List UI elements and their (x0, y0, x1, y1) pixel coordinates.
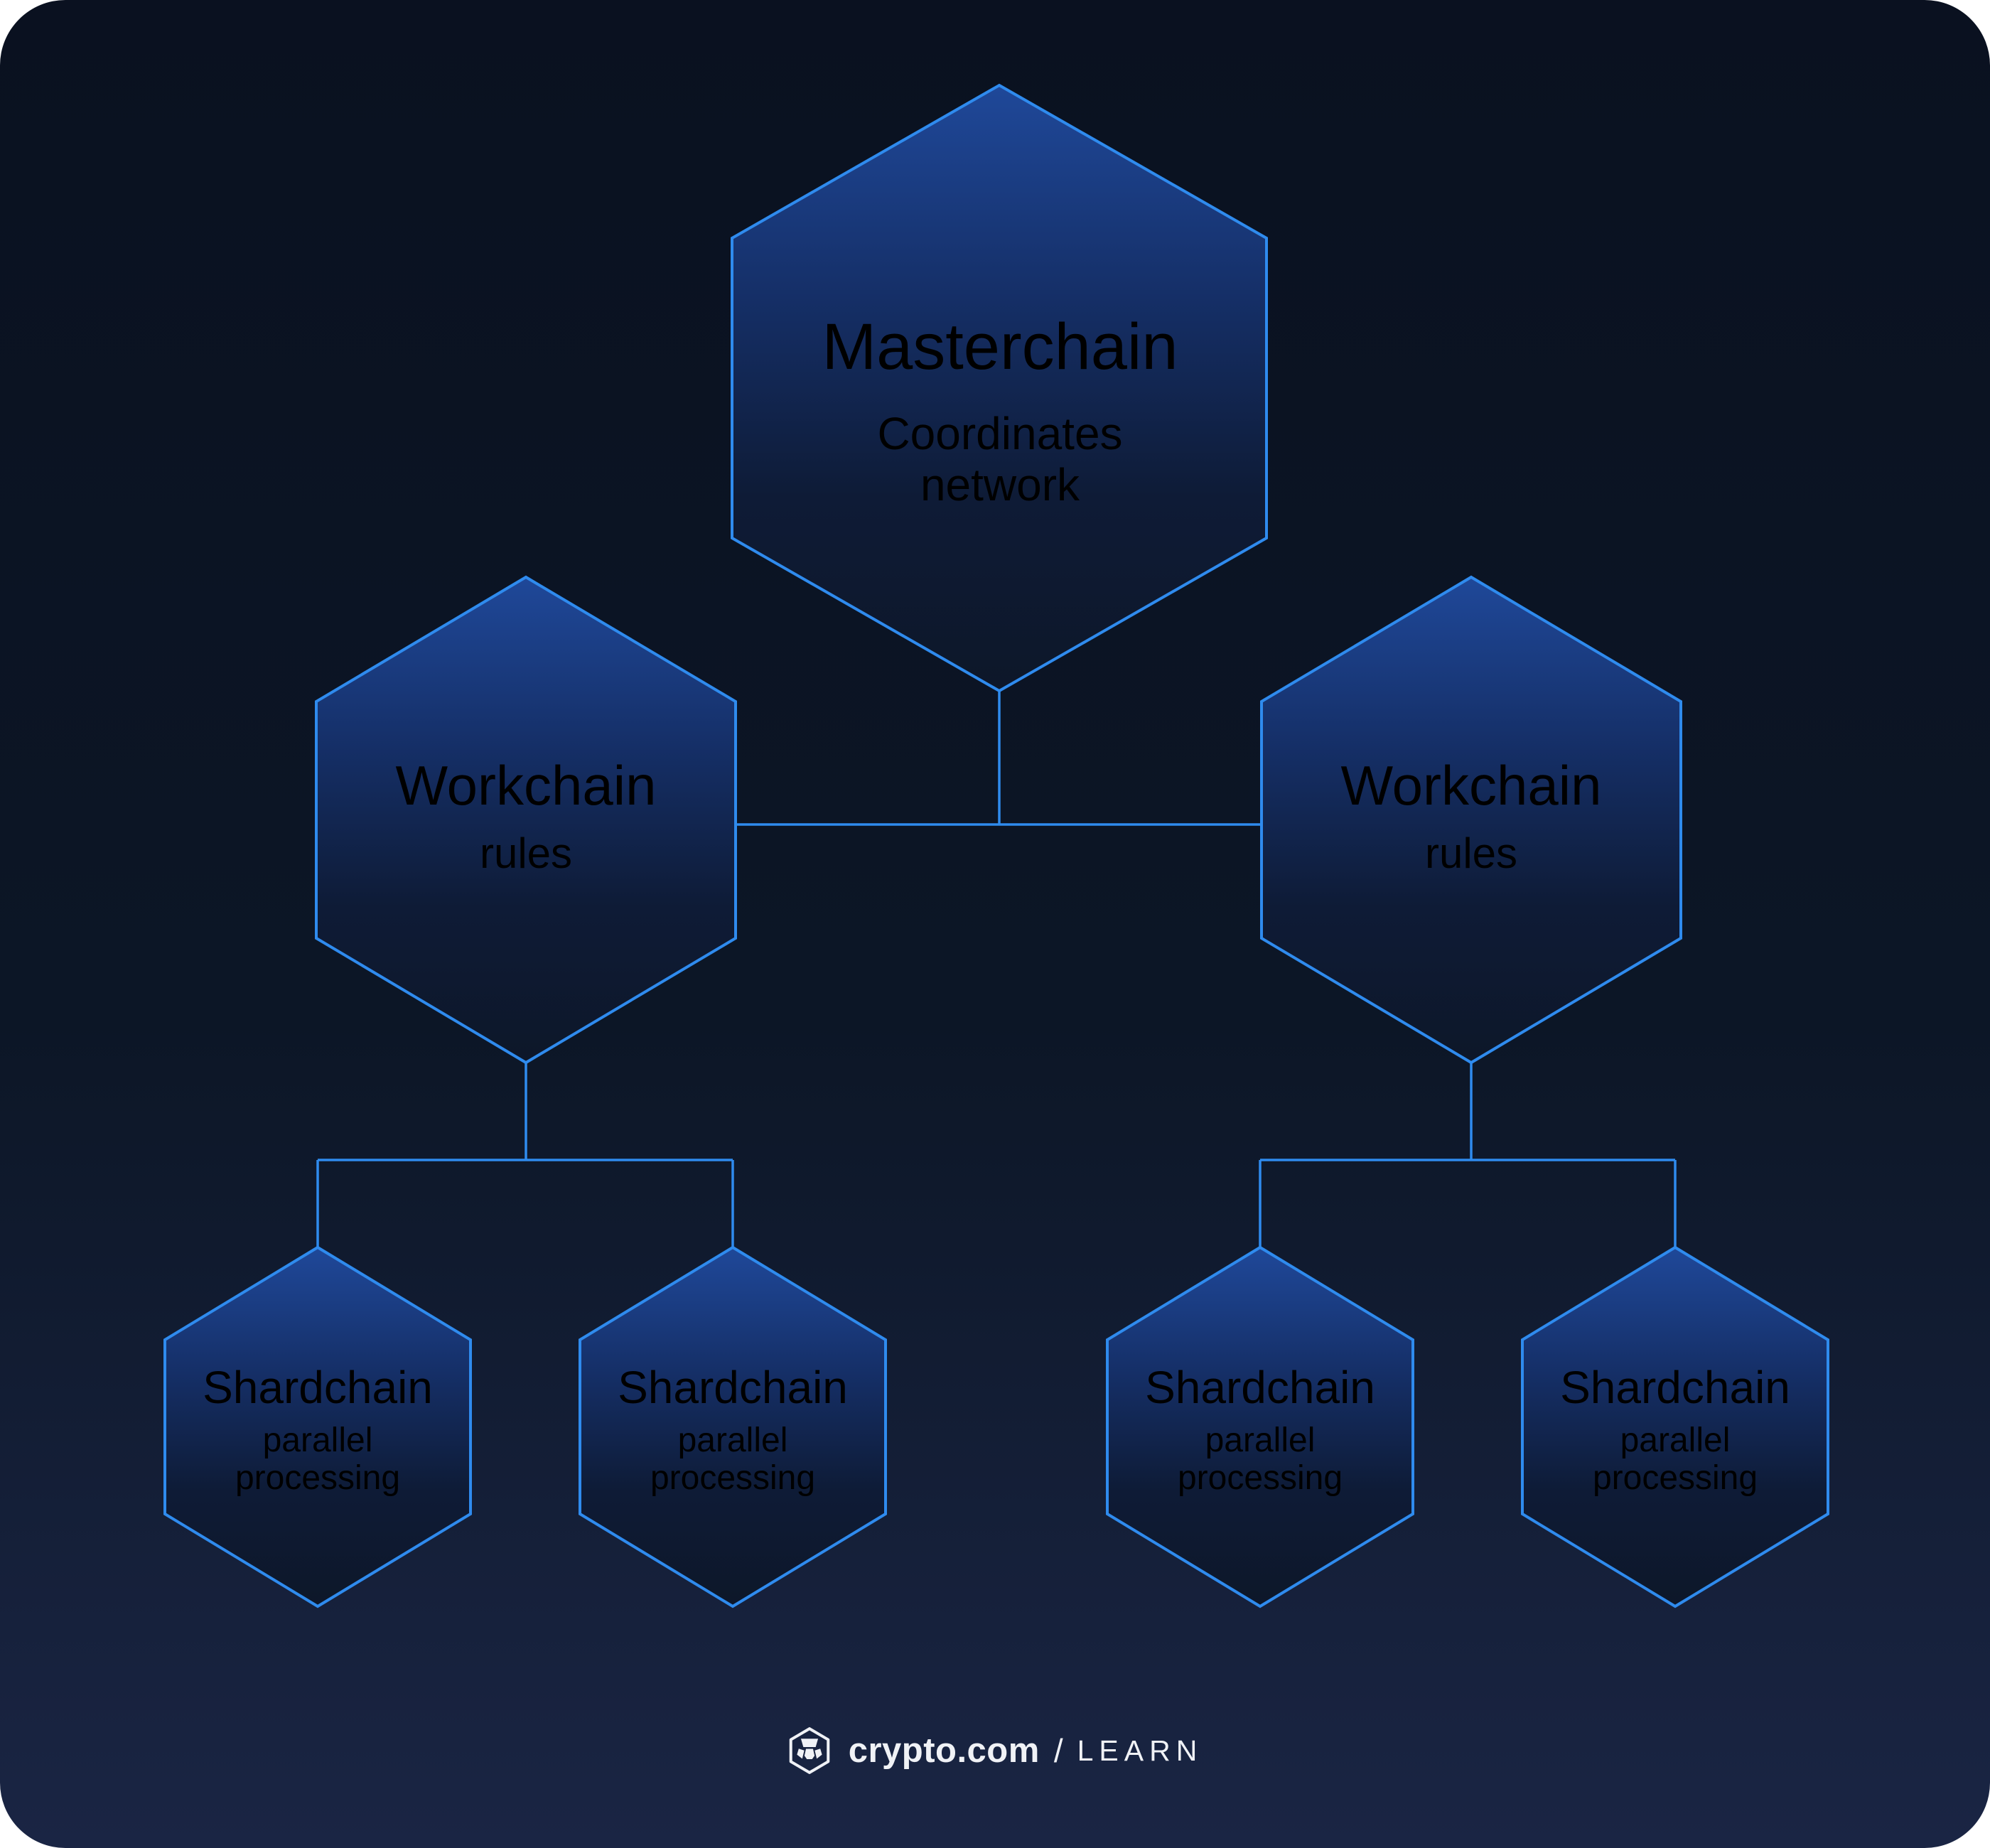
workchain-left-title: Workchain (395, 754, 657, 817)
shardchain-1-subtitle-line2: processing (235, 1459, 401, 1497)
workchain-left-hexagon (315, 575, 737, 1065)
shardchain-4-title: Shardchain (1560, 1362, 1790, 1413)
shardchain-2-subtitle: parallel processing (580, 1422, 886, 1497)
shardchain-3-subtitle-line2: processing (1177, 1459, 1343, 1497)
footer-brand: crypto.com / LEARN (0, 1719, 1990, 1783)
workchain-right-hexagon (1260, 575, 1682, 1065)
footer-brand-name: crypto.com (848, 1731, 1040, 1770)
shardchain-2-hexagon (579, 1245, 887, 1608)
shardchain-3-hexagon (1106, 1245, 1414, 1608)
masterchain-subtitle-line2: network (920, 459, 1080, 510)
shardchain-1-subtitle: parallel processing (165, 1422, 470, 1497)
masterchain-subtitle: Coordinates network (733, 408, 1267, 510)
shardchain-3-subtitle-line1: parallel (1205, 1422, 1316, 1459)
workchain-right-to-shards-connector (1259, 1063, 1677, 1247)
footer-suffix: LEARN (1077, 1734, 1203, 1767)
workchain-right-subtitle: rules (1424, 829, 1518, 877)
shardchain-1-title: Shardchain (203, 1362, 433, 1413)
shardchain-4-hexagon (1521, 1245, 1829, 1608)
connector-lines (316, 691, 1677, 1247)
shardchain-1-subtitle-line1: parallel (262, 1422, 373, 1459)
shardchain-2-subtitle-line1: parallel (677, 1422, 788, 1459)
shardchain-1-hexagon (163, 1245, 472, 1608)
workchain-left-to-shards-connector (316, 1063, 734, 1247)
shardchain-4-subtitle-line2: processing (1592, 1459, 1758, 1497)
shardchain-4-subtitle-line1: parallel (1620, 1422, 1731, 1459)
shardchain-3-title: Shardchain (1145, 1362, 1375, 1413)
shardchain-2-subtitle-line2: processing (650, 1459, 816, 1497)
workchain-right-title: Workchain (1340, 754, 1602, 817)
workchain-left-subtitle: rules (479, 829, 573, 877)
masterchain-to-workchains-connector (736, 691, 1262, 826)
masterchain-subtitle-line1: Coordinates (877, 408, 1123, 459)
shardchain-3-subtitle: parallel processing (1107, 1422, 1413, 1497)
shardchain-4-subtitle: parallel processing (1522, 1422, 1828, 1497)
shardchain-2-title: Shardchain (618, 1362, 848, 1413)
masterchain-title: Masterchain (822, 311, 1178, 383)
masterchain-hexagon (731, 83, 1268, 693)
crypto-com-logo-icon (789, 1727, 829, 1774)
footer-separator: / (1053, 1732, 1063, 1769)
